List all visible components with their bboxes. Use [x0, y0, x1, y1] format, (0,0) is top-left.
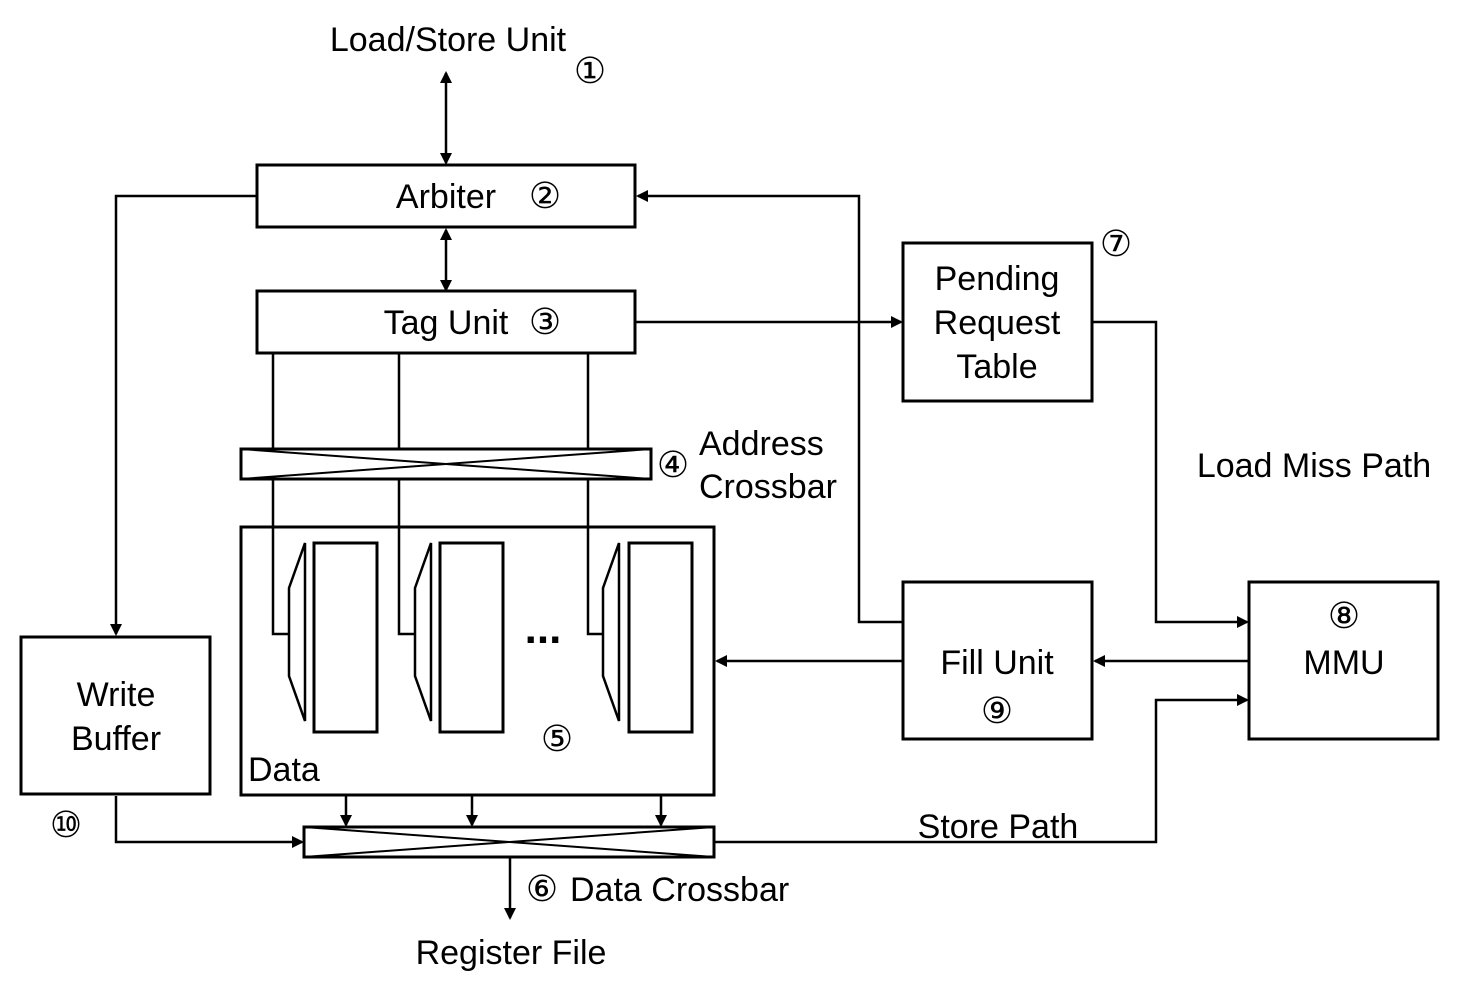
bank-1-mux [287, 542, 307, 722]
data-bank-2 [413, 541, 505, 734]
marker-4: ④ [657, 444, 689, 485]
data-crossbar [302, 825, 716, 859]
store-path-label: Store Path [918, 808, 1079, 846]
load-store-unit-label: Load/Store Unit [330, 21, 567, 59]
pending-request-table-box: Pending Request Table [901, 241, 1094, 403]
prt-label-line1: Pending [935, 260, 1060, 298]
mmu-box: MMU [1247, 580, 1440, 741]
mmu-label: MMU [1303, 644, 1384, 682]
marker-6: ⑥ [526, 868, 558, 909]
writebuffer-xbar-arrow [114, 796, 304, 848]
tag-unit-box: Tag Unit [255, 289, 637, 355]
fill-unit-box: Fill Unit [901, 580, 1094, 741]
bank-2-mux [413, 542, 433, 722]
write-buffer-label-line2: Buffer [71, 720, 161, 758]
write-buffer-box: Write Buffer [19, 635, 212, 796]
arbiter-label: Arbiter [396, 178, 496, 216]
address-crossbar [239, 447, 653, 481]
store-path-arrow [715, 694, 1249, 844]
ellipsis-label: ... [525, 604, 562, 653]
arbiter-writebuffer-arrow [110, 194, 257, 636]
marker-3: ③ [529, 301, 561, 342]
data-crossbar-label: Data Crossbar [570, 871, 789, 909]
marker-8: ⑧ [1328, 595, 1360, 636]
fill-unit-label: Fill Unit [940, 644, 1054, 682]
prt-label-line3: Table [956, 348, 1037, 386]
register-file-label: Register File [416, 934, 607, 972]
marker-10: ⑩ [50, 804, 82, 845]
prt-label-line2: Request [934, 304, 1061, 342]
arbiter-box: Arbiter [255, 163, 637, 229]
data-bank-1 [287, 541, 379, 734]
address-crossbar-label-line1: Address [699, 425, 824, 463]
tag-unit-label: Tag Unit [384, 304, 509, 342]
data-label: Data [248, 751, 320, 789]
marker-7: ⑦ [1100, 223, 1132, 264]
marker-9: ⑨ [981, 690, 1013, 731]
address-crossbar-label-line2: Crossbar [699, 468, 837, 506]
data-bank-3 [601, 541, 694, 734]
marker-2: ② [529, 175, 561, 216]
marker-5: ⑤ [541, 718, 573, 759]
fill-arbiter-arrow [636, 190, 903, 624]
write-buffer-label-line1: Write [77, 676, 156, 714]
prt-mmu-arrow [1092, 320, 1249, 628]
marker-1: ① [574, 50, 606, 91]
load-miss-path-label: Load Miss Path [1197, 447, 1431, 485]
bank-3-mux [601, 542, 621, 722]
